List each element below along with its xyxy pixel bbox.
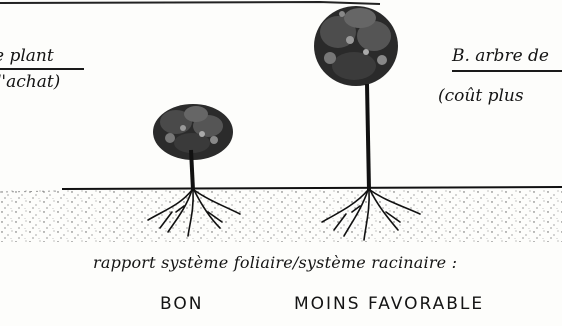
plant-b-cost-note: (coût plus [438,86,524,106]
verdict-less-favorable: MOINS FAVORABLE [294,294,484,314]
tall-tree-trunk [367,84,369,190]
ratio-caption: rapport système foliaire/système racinai… [93,253,457,272]
plant-a-label-underline [0,68,84,70]
top-border-line [0,2,380,4]
small-tree-trunk [191,150,193,190]
plant-a-label: e plant [0,46,54,66]
plant-b-label: B. arbre de [452,46,549,66]
soil-area [0,190,562,242]
plant-a-cost-note: l'achat) [0,72,60,92]
ground-line [62,187,562,189]
verdict-good: BON [160,294,203,314]
tall-tree-crown [314,6,398,86]
plant-b-label-underline [452,70,562,72]
